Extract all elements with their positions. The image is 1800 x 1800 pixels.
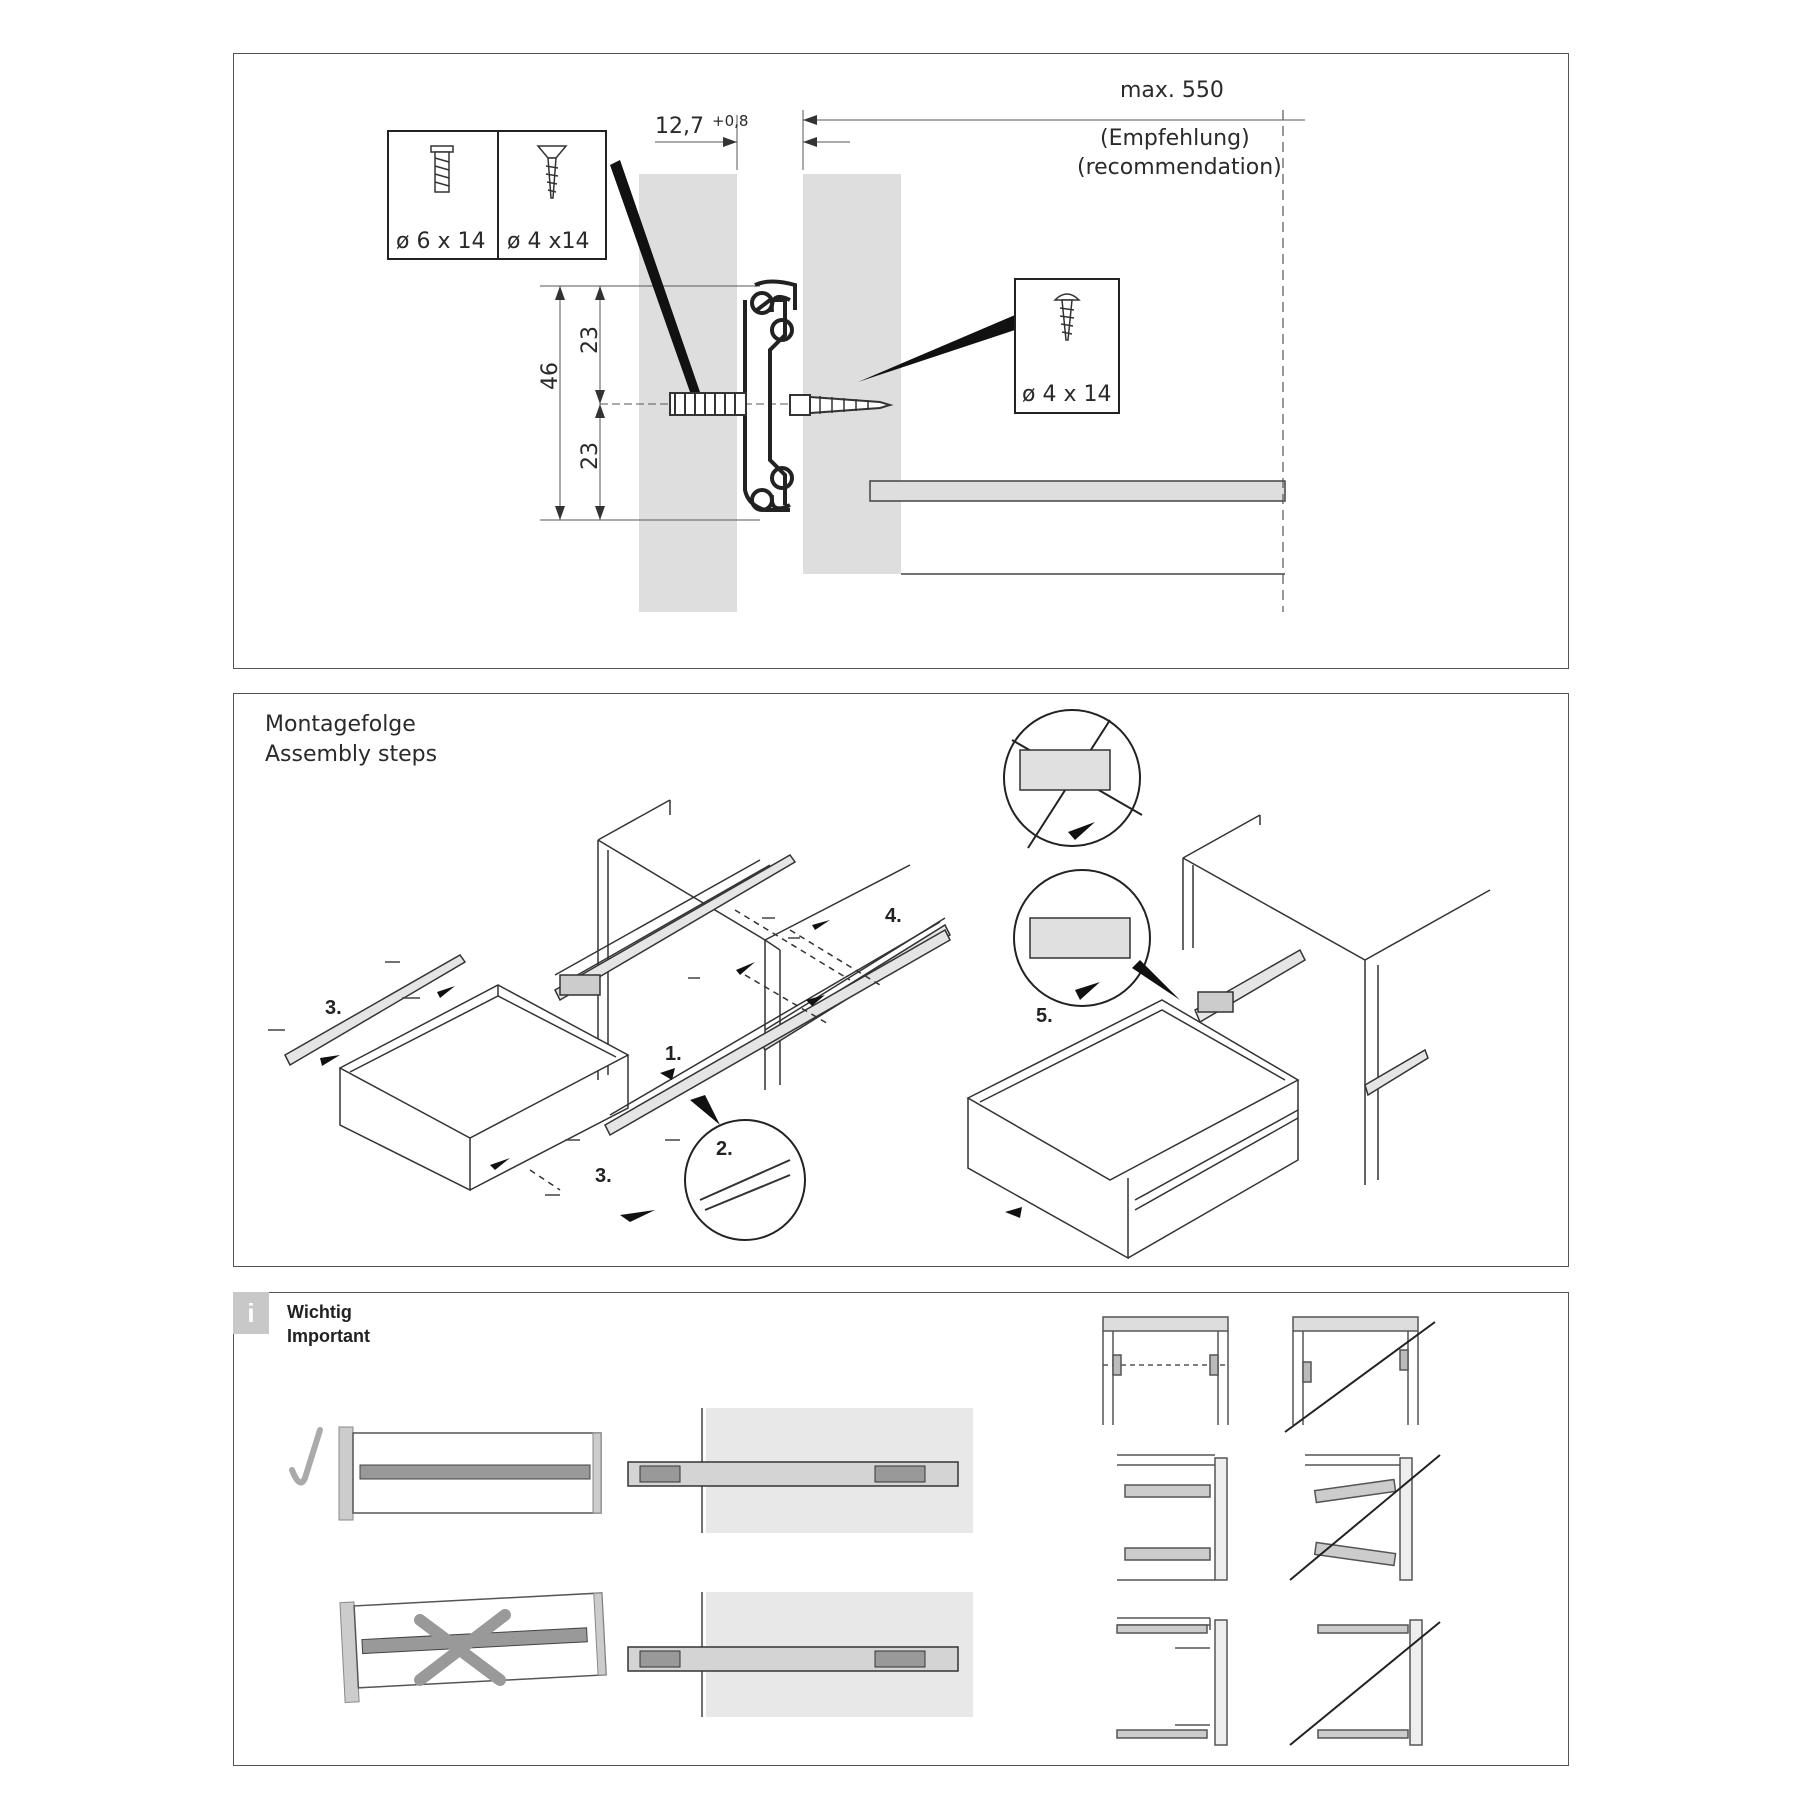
cabinet-outline-right <box>1182 814 1491 1185</box>
step-3b-label: 3. <box>595 1165 612 1187</box>
step-5-label: 5. <box>1036 1005 1053 1027</box>
screw-drawer-label: ø 4 x 14 <box>1022 382 1112 407</box>
drawer-bottom <box>869 480 1286 502</box>
step-1-label: 1. <box>665 1043 682 1065</box>
drawer-rail <box>284 954 467 1067</box>
callout-wedge-left <box>610 160 700 392</box>
callout-wedge-right <box>858 315 1015 382</box>
screw-4x14-panhead-icon <box>1053 293 1081 341</box>
screw-cabinet-2-label: ø 4 x14 <box>507 229 590 254</box>
assembly-title-en: Assembly steps <box>265 742 438 767</box>
extended-rail <box>604 921 951 1137</box>
cross-icon <box>414 1609 511 1686</box>
recommendation-en-label: (recommendation) <box>1077 155 1282 180</box>
assembly-title-de: Montagefolge <box>265 712 416 737</box>
screw-6x14-icon <box>430 145 454 193</box>
drawer-screw-section <box>789 394 894 416</box>
screw-4x14-countersunk-icon <box>536 145 568 199</box>
gap-label: 12,7 <box>655 114 704 139</box>
cabinet-rail-right <box>1194 948 1429 1097</box>
step-3a-label: 3. <box>325 997 342 1019</box>
drawer-side-panel <box>803 174 901 574</box>
step-4-label: 4. <box>885 905 902 927</box>
assembly-steps-panel <box>233 693 1569 1267</box>
slide-profile <box>743 279 797 512</box>
drawer-box-left <box>338 984 630 1192</box>
drawer-box-right <box>966 999 1300 1260</box>
checkmark-icon <box>289 1427 323 1486</box>
gap-tolerance-label: +0,8 <box>712 112 749 130</box>
important-title-en: Important <box>287 1326 370 1346</box>
screw-cabinet-1-label: ø 6 x 14 <box>396 229 486 254</box>
step-2-label: 2. <box>716 1138 733 1160</box>
max-depth-label: max. 550 <box>1120 78 1224 103</box>
recommendation-de-label: (Empfehlung) <box>1100 126 1250 151</box>
cabinet-screw-section <box>669 392 747 416</box>
cabinet-rail-1 <box>554 854 797 1002</box>
schematic-grid <box>1102 1316 1441 1746</box>
info-icon: i <box>233 1292 269 1334</box>
screws-small <box>268 917 800 1196</box>
important-title-de: Wichtig <box>287 1302 352 1322</box>
